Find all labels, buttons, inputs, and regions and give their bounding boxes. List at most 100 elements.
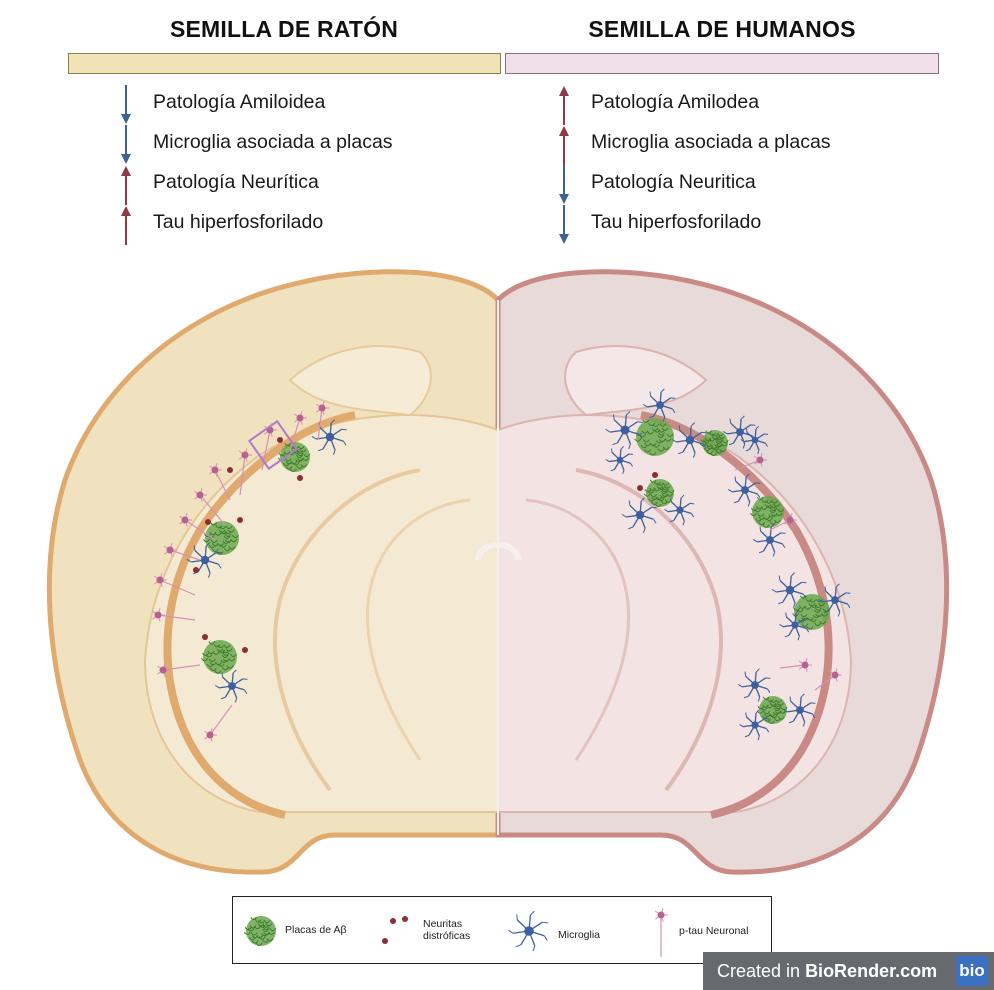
finding-label: Tau hiperfosforilado <box>153 211 324 233</box>
p-tau-neuron <box>769 513 797 531</box>
dystrophic-neurite <box>193 567 199 573</box>
left-ventricle-curve <box>273 468 421 792</box>
right-ventricle-curve <box>575 468 723 792</box>
left-upper-band <box>288 345 432 417</box>
finding-item: Patología Amiloidea <box>118 85 325 125</box>
finding-item: Tau hiperfosforilado <box>118 205 323 245</box>
finding-label: Patología Neurítica <box>153 171 319 193</box>
amyloid-plaque <box>756 696 788 724</box>
amyloid-plaque <box>792 594 830 630</box>
arrow-down-icon <box>559 165 569 204</box>
amyloid-plaque <box>750 496 785 528</box>
legend-plaques-label: Placas de Aβ <box>285 924 347 936</box>
p-tau-neuron <box>193 488 226 526</box>
dystrophic-neurite <box>227 467 233 473</box>
p-tau-neuron <box>779 658 812 672</box>
p-tau-neuron <box>153 573 196 596</box>
microglia-cell <box>771 572 807 608</box>
finding-label: Tau hiperfosforilado <box>591 211 762 233</box>
zoom-highlight-box <box>247 419 299 471</box>
finding-label: Microglia asociada a placas <box>591 131 831 153</box>
microglia-cell <box>621 497 657 533</box>
finding-item: Tau hiperfosforilado <box>556 205 761 245</box>
arrow-up-icon <box>559 126 569 165</box>
p-tau-neuron <box>151 608 196 622</box>
midline-ventricle <box>475 542 521 561</box>
left-inner-region <box>143 414 498 813</box>
microglia-cell <box>215 669 248 703</box>
p-tau-neuron <box>203 704 233 742</box>
dystrophic-neurite <box>205 519 211 525</box>
microglia-cell <box>818 583 851 617</box>
p-tau-neuron <box>238 448 252 496</box>
microglia-cell <box>738 668 771 702</box>
left-internal-curve <box>366 498 471 761</box>
legend-microglia-icon <box>508 910 548 952</box>
p-tau-neuron <box>315 401 329 441</box>
legend-plaque-icon <box>243 916 277 946</box>
microglia-cell <box>605 445 634 475</box>
right-internal-curve <box>525 498 630 761</box>
dystrophic-neurite <box>637 485 643 491</box>
amyloid-plaque <box>699 430 729 456</box>
amyloid-plaque <box>201 640 237 674</box>
credit-brand: BioRender.com <box>805 961 938 981</box>
microglia-cell <box>186 542 222 578</box>
microglia-cell <box>739 709 770 741</box>
microglia-cell <box>783 693 816 727</box>
left-title: SEMILLA DE RATÓN <box>169 16 399 42</box>
microglia-cell <box>605 410 643 450</box>
dystrophic-neurite <box>297 475 303 481</box>
legend-neuron-icon <box>654 908 668 957</box>
credit-prefix: Created in <box>717 961 806 981</box>
p-tau-neuron <box>654 908 668 957</box>
microglia-cell <box>508 910 548 952</box>
finding-label: Patología Neuritica <box>591 171 756 193</box>
biorender-logo-icon: bio <box>956 956 988 986</box>
arrow-up-icon <box>121 206 131 245</box>
legend-neuron-label: p-tau Neuronal <box>679 925 749 937</box>
right-title: SEMILLA DE HUMANOS <box>588 16 856 42</box>
finding-label: Microglia asociada a placas <box>153 131 393 153</box>
microglia-cell <box>671 422 707 458</box>
biorender-credit[interactable]: Created in BioRender.com bio <box>703 952 994 990</box>
dystrophic-neurite <box>237 517 243 523</box>
amyloid-plaque <box>243 916 277 946</box>
left-header-bar <box>68 53 501 74</box>
amyloid-plaque <box>634 418 674 456</box>
finding-item: Patología Neurítica <box>118 165 319 205</box>
arrow-up-icon <box>559 86 569 125</box>
finding-label: Patología Amilodea <box>591 91 760 113</box>
amyloid-plaque <box>203 521 239 555</box>
left-hippocampus-band <box>163 411 356 819</box>
p-tau-neuron <box>178 513 216 541</box>
p-tau-neuron <box>208 463 231 501</box>
legend-microglia-label: Microglia <box>558 929 601 941</box>
arrow-down-icon <box>559 205 569 244</box>
p-tau-neuron <box>289 411 307 451</box>
dystrophic-neurite <box>652 472 658 478</box>
p-tau-neuron <box>734 453 767 471</box>
dystrophic-neurite <box>202 634 208 640</box>
microglia-cell <box>753 523 786 557</box>
legend-neurite-icon <box>382 916 408 944</box>
p-tau-neuron <box>156 663 201 677</box>
finding-label: Patología Amiloidea <box>153 91 326 113</box>
microglia-cell <box>643 388 676 422</box>
arrow-down-icon <box>121 85 131 124</box>
dystrophic-neurite <box>277 437 283 443</box>
dystrophic-neurite <box>242 647 248 653</box>
microglia-cell <box>728 473 761 507</box>
p-tau-neuron <box>163 543 201 561</box>
microglia-cell <box>779 609 810 641</box>
arrow-up-icon <box>121 166 131 205</box>
finding-item: Microglia asociada a placas <box>556 125 831 165</box>
finding-item: Microglia asociada a placas <box>118 125 393 165</box>
finding-item: Patología Neuritica <box>556 165 756 205</box>
p-tau-neuron <box>814 668 842 691</box>
